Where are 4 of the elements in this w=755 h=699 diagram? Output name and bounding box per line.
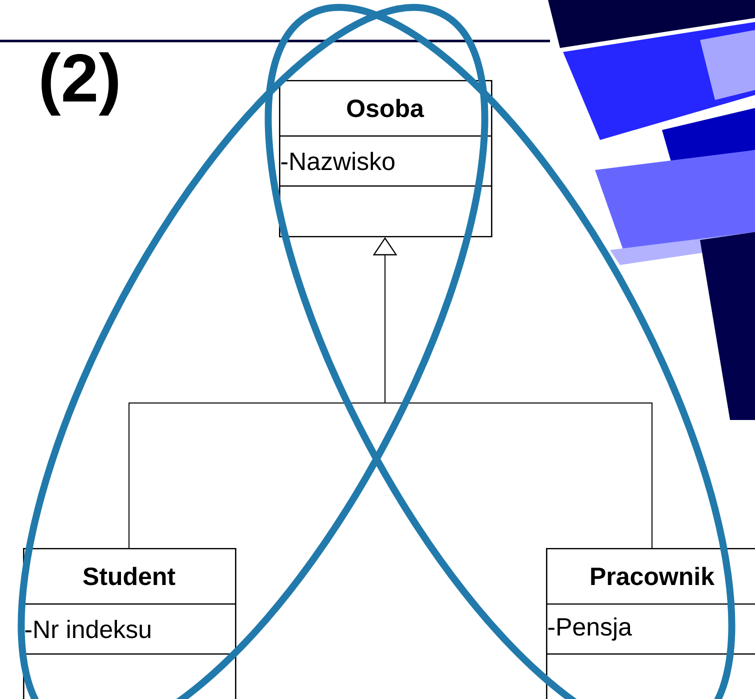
class-box: Pracownik -Pensja xyxy=(546,548,755,699)
class-box: Student -Nr indeksu xyxy=(23,548,236,699)
class-box: Osoba -Nazwisko xyxy=(279,80,492,238)
figure-number: (2) xyxy=(42,52,118,116)
